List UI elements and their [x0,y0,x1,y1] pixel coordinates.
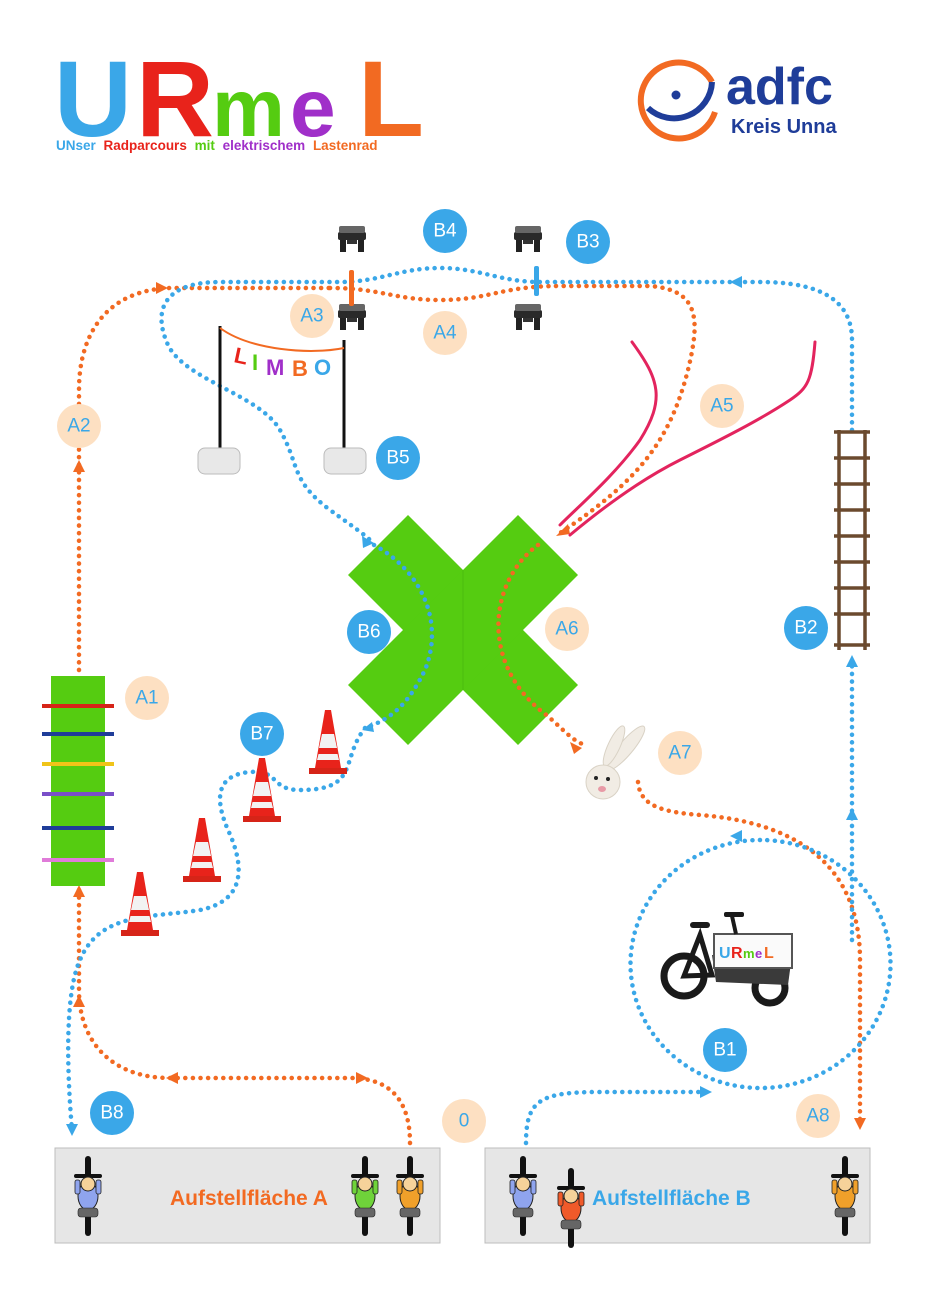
limbo-letter-4: B [292,356,308,381]
station-a6: A6 [545,607,589,651]
svg-text:B2: B2 [794,618,817,639]
subtitle-part-2: Radparcours [104,138,187,153]
logo-letter-e: e [290,63,336,154]
cargo-bike-icon: U R m e L [660,912,793,1007]
bike-label-5: L [764,945,774,962]
limbo-sign: L I M B O [232,342,331,381]
logo-letter-u: U [54,38,132,159]
svg-text:A8: A8 [806,1106,829,1127]
staging-area-b-label: Aufstellfläche B [592,1187,751,1210]
station-a4: A4 [423,311,467,355]
route-b [65,265,893,1146]
staging-area-a: Aufstellfläche A [54,1147,441,1244]
svg-text:B6: B6 [357,622,380,643]
adfc-name: adfc [726,58,833,116]
bike-label-4: e [755,946,762,961]
limbo-letter-2: I [252,350,258,375]
station-b8: B8 [90,1091,134,1135]
adfc-region: Kreis Unna [731,116,837,138]
svg-text:A7: A7 [668,743,691,764]
cone-icon [309,710,347,774]
station-b2: B2 [784,606,828,650]
plank-a1 [42,676,114,886]
station-badges: A1 A2 A3 A4 A5 A6 A7 A8 B1 B2 B3 B4 B5 B… [57,209,840,1143]
cone-icon [243,758,281,822]
svg-text:0: 0 [459,1111,470,1132]
gate-b3 [514,226,542,330]
svg-text:B5: B5 [386,448,409,469]
station-a2: A2 [57,404,101,448]
station-a5: A5 [700,384,744,428]
adfc-logo: adfc Kreis Unna [637,58,837,142]
routes [65,265,893,1146]
logo-subtitle: UNser Radparcours mit elektrischem Laste… [56,138,377,153]
limbo-letter-1: L [232,342,250,369]
svg-text:A1: A1 [135,688,158,709]
svg-text:A6: A6 [555,619,578,640]
logo-letter-r: R [136,38,214,159]
bike-label-3: m [743,946,755,961]
staging-area-b: Aufstellfläche B [484,1147,871,1249]
station-a1: A1 [125,676,169,720]
station-b1: B1 [703,1028,747,1072]
station-b3: B3 [566,220,610,264]
cones-b7 [121,710,347,936]
limbo-letter-5: O [314,355,331,380]
limbo-letter-3: M [266,355,284,380]
station-b4: B4 [423,209,467,253]
subtitle-part-3: mit [195,138,216,153]
svg-text:A4: A4 [433,323,457,344]
subtitle-part-4: elektrischem [223,138,306,153]
rope-obstacle-a5 [558,340,817,537]
route-a [76,283,863,1146]
svg-text:A2: A2 [67,416,90,437]
svg-text:B7: B7 [250,724,273,745]
bike-label-2: R [731,945,743,962]
station-a3: A3 [290,294,334,338]
station-b7: B7 [240,712,284,756]
station-b5: B5 [376,436,420,480]
cone-icon [183,818,221,882]
svg-text:A5: A5 [710,396,733,417]
bike-label-1: U [719,945,731,962]
svg-text:B3: B3 [576,232,599,253]
station-start: 0 [442,1099,486,1143]
staging-area-a-label: Aufstellfläche A [170,1187,328,1210]
logo-letter-l: L [358,38,424,159]
adfc-wheel-icon [637,59,718,142]
route-arrows [66,276,866,1136]
svg-text:B4: B4 [433,221,457,242]
svg-text:B8: B8 [100,1103,123,1124]
station-a7: A7 [658,731,702,775]
subtitle-part-1: UNser [56,138,97,153]
bike-urmel-label: U R m e L [719,945,774,962]
plush-bunny-icon [585,725,646,800]
logo-letter-m: m [212,63,285,154]
station-b6: B6 [347,610,391,654]
cone-icon [121,872,159,936]
subtitle-part-5: Lastenrad [313,138,378,153]
svg-text:A3: A3 [300,306,323,327]
gate-a3 [338,226,366,330]
ladder-b2 [834,430,870,650]
svg-text:B1: B1 [713,1040,736,1061]
limbo-obstacle: L I M B O [197,326,367,475]
urmel-logo: U R m e L UNser Radparcours mit elektris… [54,38,424,159]
station-a8: A8 [796,1094,840,1138]
